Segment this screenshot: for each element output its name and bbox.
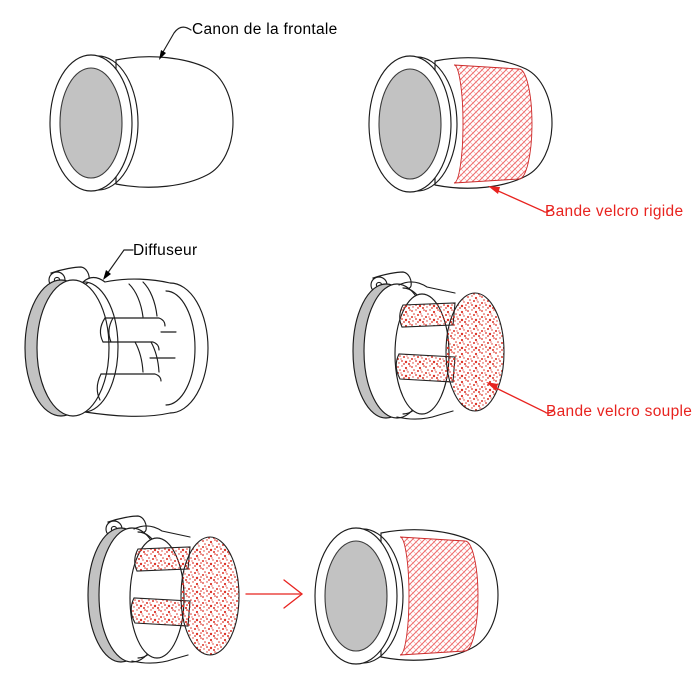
- figure-canon: [49, 54, 234, 192]
- figure-diffuseur: [24, 266, 209, 417]
- label-bande-velcro-rigide: Bande velcro rigide: [545, 203, 684, 220]
- label-diffuseur: Diffuseur: [133, 242, 198, 259]
- label-canon-de-la-frontale: Canon de la frontale: [192, 21, 338, 38]
- figure-canon-with-rigid-band: [368, 55, 553, 193]
- assembly-direction-arrow: [245, 579, 304, 609]
- figure-diffuseur-with-soft-band: [352, 271, 505, 420]
- bande-rigide-leader-arrow: [488, 186, 553, 213]
- diffuseur-leader-arrow: [103, 249, 134, 280]
- canon-leader-arrow: [159, 26, 192, 60]
- figure-assembly-result: [314, 527, 499, 665]
- bande-souple-leader-arrow: [486, 382, 555, 414]
- label-bande-velcro-souple: Bande velcro souple: [546, 403, 693, 420]
- figure-assembly-diffuseur: [87, 515, 240, 664]
